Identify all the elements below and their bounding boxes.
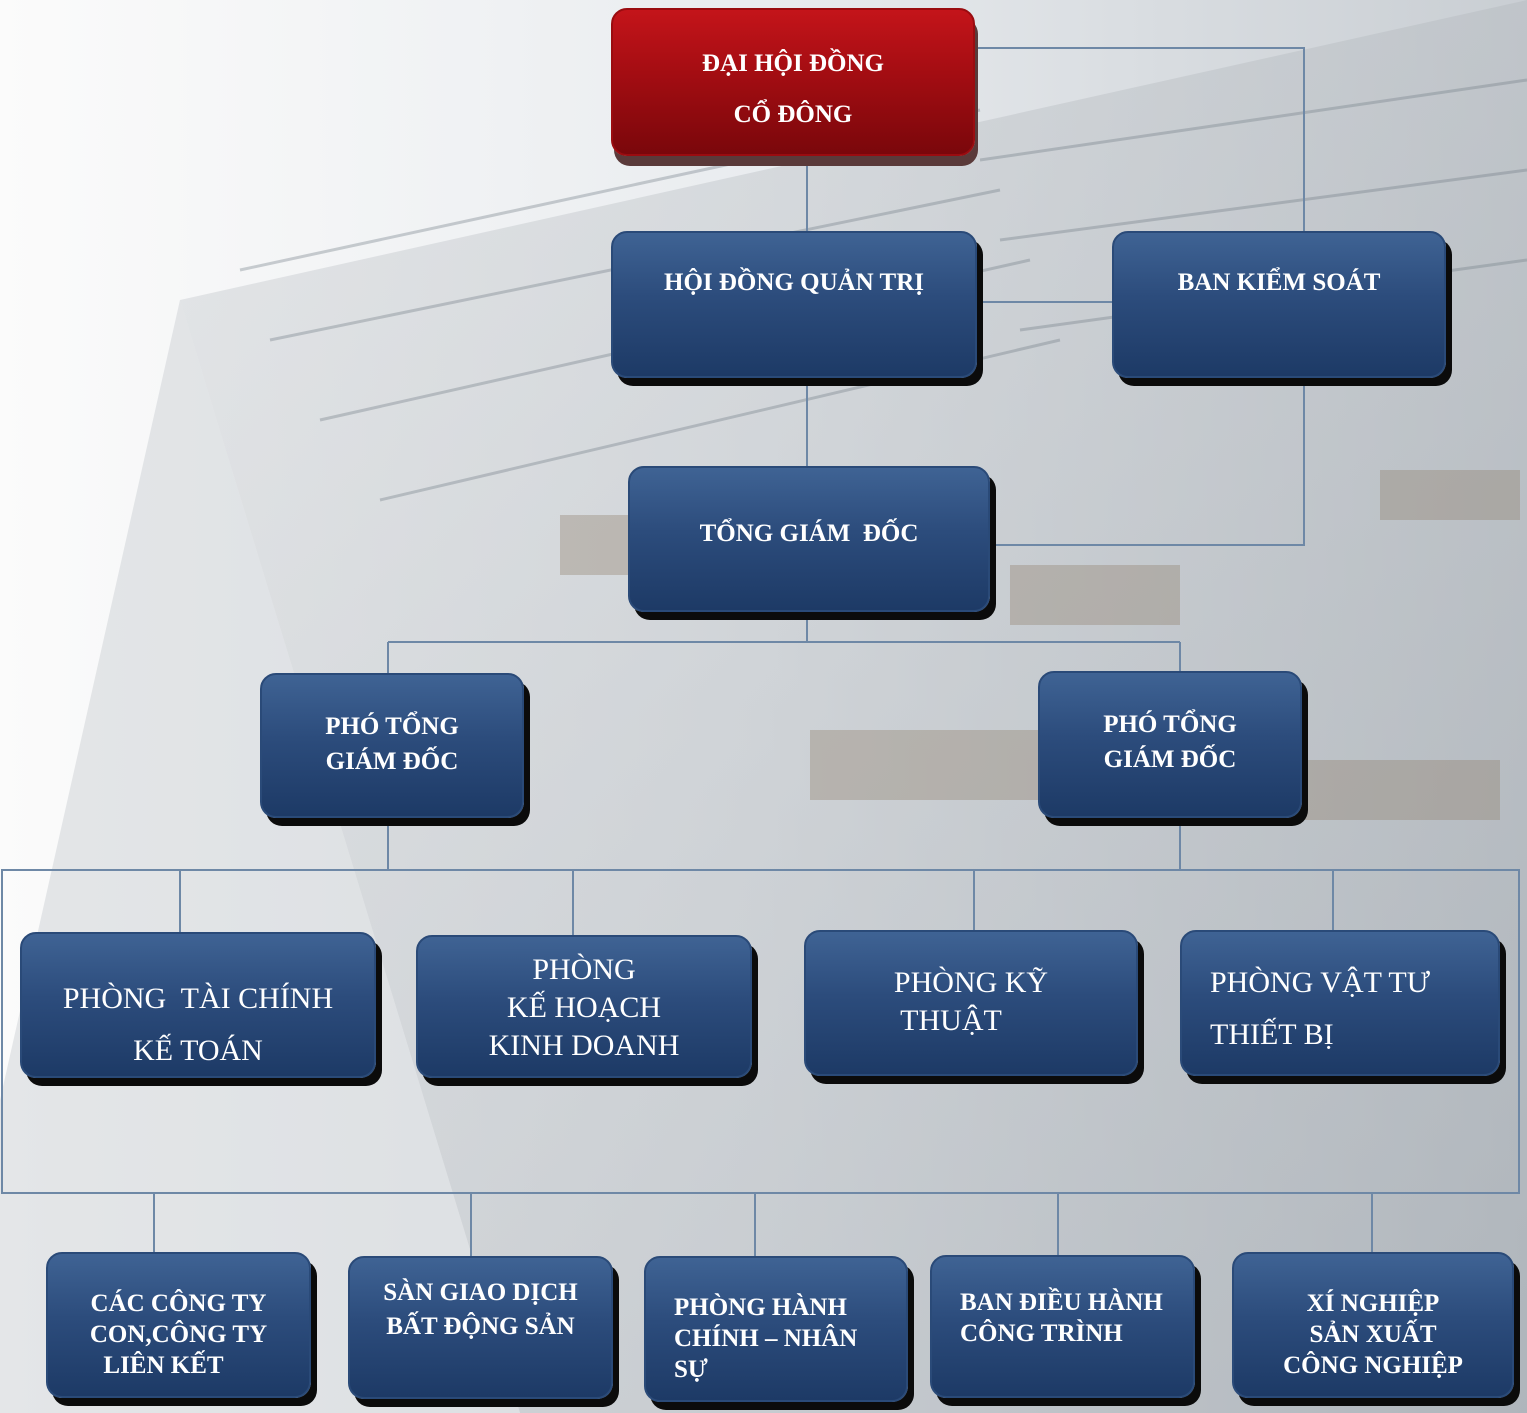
phong-ke-hoach-kinh-doanh-box: PHÒNG KẾ HOẠCH KINH DOANH: [416, 935, 752, 1078]
ban-dieu-hanh-cong-trinh-box: BAN ĐIỀU HÀNH CÔNG TRÌNH: [930, 1255, 1195, 1398]
hoi-dong-quan-tri-label: HỘI ĐỒNG QUẢN TRỊ: [664, 269, 924, 296]
pho-tong-giam-doc-left-line-1: PHÓ TỔNG: [325, 713, 459, 740]
phong-vat-tu-thiet-bi-line-2: THIẾT BỊ: [1210, 1018, 1334, 1051]
phong-vat-tu-thiet-bi-box: PHÒNG VẬT TƯ THIẾT BỊ: [1180, 930, 1500, 1076]
dai-hoi-dong-co-dong-line-2: CỔ ĐÔNG: [733, 101, 853, 128]
dai-hoi-dong-co-dong-line-1: ĐẠI HỘI ĐỒNG: [702, 50, 884, 77]
phong-vat-tu-thiet-bi-line-1: PHÒNG VẬT TƯ: [1210, 966, 1430, 999]
phong-ky-thuat-line-2: THUẬT: [900, 1004, 1002, 1037]
cac-cong-ty-con-line-2: CON,CÔNG TY: [89, 1321, 268, 1348]
san-giao-dich-bds-line-1: SÀN GIAO DỊCH: [383, 1279, 578, 1306]
cac-cong-ty-con-line-3: LIÊN KẾT: [103, 1352, 224, 1379]
pho-tong-giam-doc-left-line-2: GIÁM ĐỐC: [325, 748, 459, 775]
phong-ky-thuat-line-1: PHÒNG KỸ: [893, 966, 1049, 999]
pho-tong-giam-doc-right-line-1: PHÓ TỔNG: [1103, 711, 1237, 738]
ban-kiem-soat-box: BAN KIỂM SOÁT: [1112, 231, 1446, 378]
dai-hoi-dong-co-dong-box: ĐẠI HỘI ĐỒNG CỔ ĐÔNG: [611, 8, 975, 156]
cac-cong-ty-con-box: CÁC CÔNG TY CON,CÔNG TY LIÊN KẾT: [46, 1252, 311, 1398]
phong-ke-hoach-kinh-doanh-line-3: KINH DOANH: [488, 1029, 680, 1062]
pho-tong-giam-doc-left-box: PHÓ TỔNG GIÁM ĐỐC: [260, 673, 524, 818]
cac-cong-ty-con-line-1: CÁC CÔNG TY: [90, 1290, 267, 1317]
pho-tong-giam-doc-right-line-2: GIÁM ĐỐC: [1103, 746, 1237, 773]
san-giao-dich-bds-line-2: BẤT ĐỘNG SẢN: [386, 1313, 575, 1340]
xi-nghiep-san-xuat-line-3: CÔNG NGHIỆP: [1283, 1352, 1463, 1379]
phong-hanh-chinh-nhan-su-line-3: SỰ: [674, 1356, 708, 1383]
ban-dieu-hanh-cong-trinh-line-2: CÔNG TRÌNH: [960, 1320, 1123, 1347]
san-giao-dich-bds-box: SÀN GIAO DỊCH BẤT ĐỘNG SẢN: [348, 1256, 613, 1399]
phong-tai-chinh-ke-toan-line-1: PHÒNG TÀI CHÍNH: [62, 982, 334, 1015]
phong-hanh-chinh-nhan-su-box: PHÒNG HÀNH CHÍNH – NHÂN SỰ: [644, 1256, 908, 1402]
phong-tai-chinh-ke-toan-box: PHÒNG TÀI CHÍNH KẾ TOÁN: [20, 932, 376, 1078]
phong-hanh-chinh-nhan-su-line-1: PHÒNG HÀNH: [674, 1294, 847, 1321]
hoi-dong-quan-tri-box: HỘI ĐỒNG QUẢN TRỊ: [611, 231, 977, 378]
ban-kiem-soat-label: BAN KIỂM SOÁT: [1177, 269, 1381, 296]
pho-tong-giam-doc-right-box: PHÓ TỔNG GIÁM ĐỐC: [1038, 671, 1302, 818]
tong-giam-doc-label: TỔNG GIÁM ĐỐC: [699, 520, 919, 547]
xi-nghiep-san-xuat-box: XÍ NGHIỆP SẢN XUẤT CÔNG NGHIỆP: [1232, 1252, 1514, 1398]
phong-ke-hoach-kinh-doanh-line-2: KẾ HOẠCH: [506, 991, 662, 1024]
xi-nghiep-san-xuat-line-2: SẢN XUẤT: [1309, 1321, 1437, 1348]
phong-ky-thuat-box: PHÒNG KỸ THUẬT: [804, 930, 1138, 1076]
xi-nghiep-san-xuat-line-1: XÍ NGHIỆP: [1306, 1290, 1440, 1317]
tong-giam-doc-box: TỔNG GIÁM ĐỐC: [628, 466, 990, 612]
ban-dieu-hanh-cong-trinh-line-1: BAN ĐIỀU HÀNH: [960, 1289, 1163, 1316]
phong-hanh-chinh-nhan-su-line-2: CHÍNH – NHÂN: [674, 1325, 858, 1352]
phong-ke-hoach-kinh-doanh-line-1: PHÒNG: [532, 953, 636, 986]
phong-tai-chinh-ke-toan-line-2: KẾ TOÁN: [133, 1034, 263, 1067]
